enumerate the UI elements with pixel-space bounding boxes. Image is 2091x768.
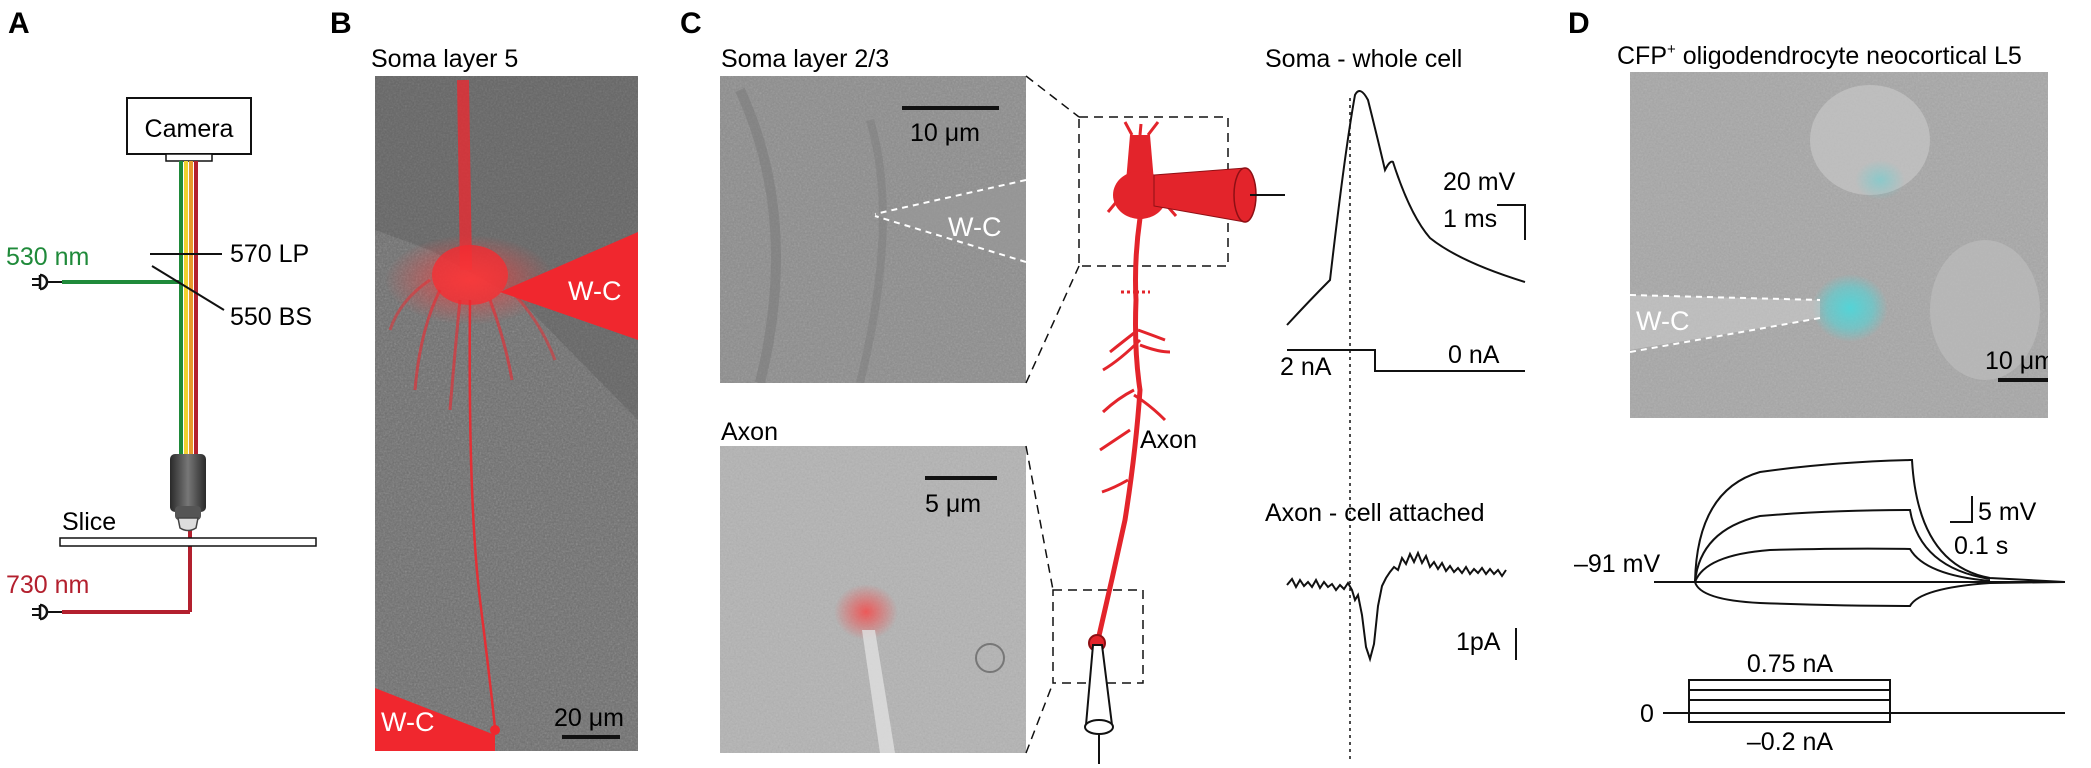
beam-splitter xyxy=(151,265,225,311)
pipette-c-bottom xyxy=(1084,644,1114,764)
panel-d-title: CFP+ oligodendrocyte neocortical L5 xyxy=(1617,41,2022,70)
trace-title-soma: Soma - whole cell xyxy=(1265,45,1462,73)
axon-title: Axon xyxy=(721,418,778,446)
slice-label: Slice xyxy=(62,508,116,536)
pipette-c-top xyxy=(875,180,1026,262)
pipette-bottom xyxy=(375,688,495,751)
stim-zero-d-label: 0 xyxy=(1640,700,1654,728)
panel-letter-b: B xyxy=(330,7,352,40)
scale-label-b: 20 μm xyxy=(554,704,624,732)
lp-label: 570 LP xyxy=(230,240,309,268)
wc-label-bottom: W-C xyxy=(381,707,435,737)
stim-amp-label: 2 nA xyxy=(1280,353,1332,381)
panel-b-title: Soma layer 5 xyxy=(371,45,518,73)
vrest-label: –91 mV xyxy=(1574,550,1660,578)
plug-icon-530 xyxy=(32,273,62,291)
light-beams xyxy=(62,161,198,614)
soma-title: Soma layer 2/3 xyxy=(721,45,889,73)
panel-d: D CFP+ oligodendrocyte neocortical L5 W-… xyxy=(1568,7,2066,756)
voltage-responses xyxy=(1654,459,2066,608)
scale-bar-mv-ms xyxy=(1497,204,1526,240)
slice-rect xyxy=(59,537,317,547)
pyramidal-neuron-fluorescence xyxy=(385,79,557,735)
bs-label: 550 BS xyxy=(230,303,312,331)
camera-label: Camera xyxy=(145,115,234,143)
scale-label-c-top: 10 μm xyxy=(910,119,980,147)
laser-730-label: 730 nm xyxy=(6,571,89,599)
pipette-top xyxy=(500,232,638,340)
cfp-oligodendrocyte xyxy=(1812,274,1888,342)
laser-530-label: 530 nm xyxy=(6,243,89,271)
panel-d-image: W-C 10 μm xyxy=(1630,72,2055,418)
scale-pa-label: 1pA xyxy=(1456,628,1501,656)
panel-letter-c: C xyxy=(680,7,702,40)
camera-box xyxy=(126,97,252,155)
wc-label-c: W-C xyxy=(948,212,1002,242)
stim-zero-label: 0 nA xyxy=(1448,341,1500,369)
stim-step-c xyxy=(1287,349,1525,372)
current-steps xyxy=(1663,679,2065,723)
scale-ms-label: 1 ms xyxy=(1443,205,1497,233)
cfp-cell-faint xyxy=(1855,160,1905,200)
pipette-d xyxy=(1630,295,1820,350)
panel-c: C Soma layer 2/3 W-C 10 μm Axon 5 μm xyxy=(680,7,1526,764)
scale-mv-d-label: 5 mV xyxy=(1978,498,2037,526)
scale-bar-d-traces xyxy=(1950,496,1973,523)
axon-label: Axon xyxy=(1140,426,1197,454)
axon-image: 5 μm xyxy=(720,446,1026,753)
scale-label-c-bottom: 5 μm xyxy=(925,490,981,518)
panel-letter-a: A xyxy=(8,7,30,40)
trace-title-axon: Axon - cell attached xyxy=(1265,499,1485,527)
scale-mv-label: 20 mV xyxy=(1443,168,1516,196)
axon-cell-attached-trace xyxy=(1286,550,1507,663)
wc-label-d: W-C xyxy=(1636,306,1690,336)
scale-label-d: 10 μm xyxy=(1985,347,2055,375)
stim-low-label: –0.2 nA xyxy=(1747,728,1834,756)
scale-s-d-label: 0.1 s xyxy=(1954,532,2008,560)
panel-b: B Soma layer 5 W-C W-C xyxy=(330,7,638,751)
soma-image: W-C 10 μm xyxy=(720,76,1026,383)
neuron-schematic xyxy=(1088,121,1285,652)
soma-action-potential-trace xyxy=(1286,90,1526,326)
stim-high-label: 0.75 nA xyxy=(1747,650,1834,678)
panel-a: A Camera 570 LP 550 BS 530 nm xyxy=(6,7,317,621)
panel-letter-d: D xyxy=(1568,7,1590,40)
plug-icon-730 xyxy=(32,603,62,621)
panel-b-image: W-C W-C 20 μm xyxy=(375,76,638,751)
camera-port xyxy=(165,153,213,162)
objective-icon xyxy=(170,454,206,532)
wc-label-top: W-C xyxy=(568,276,622,306)
